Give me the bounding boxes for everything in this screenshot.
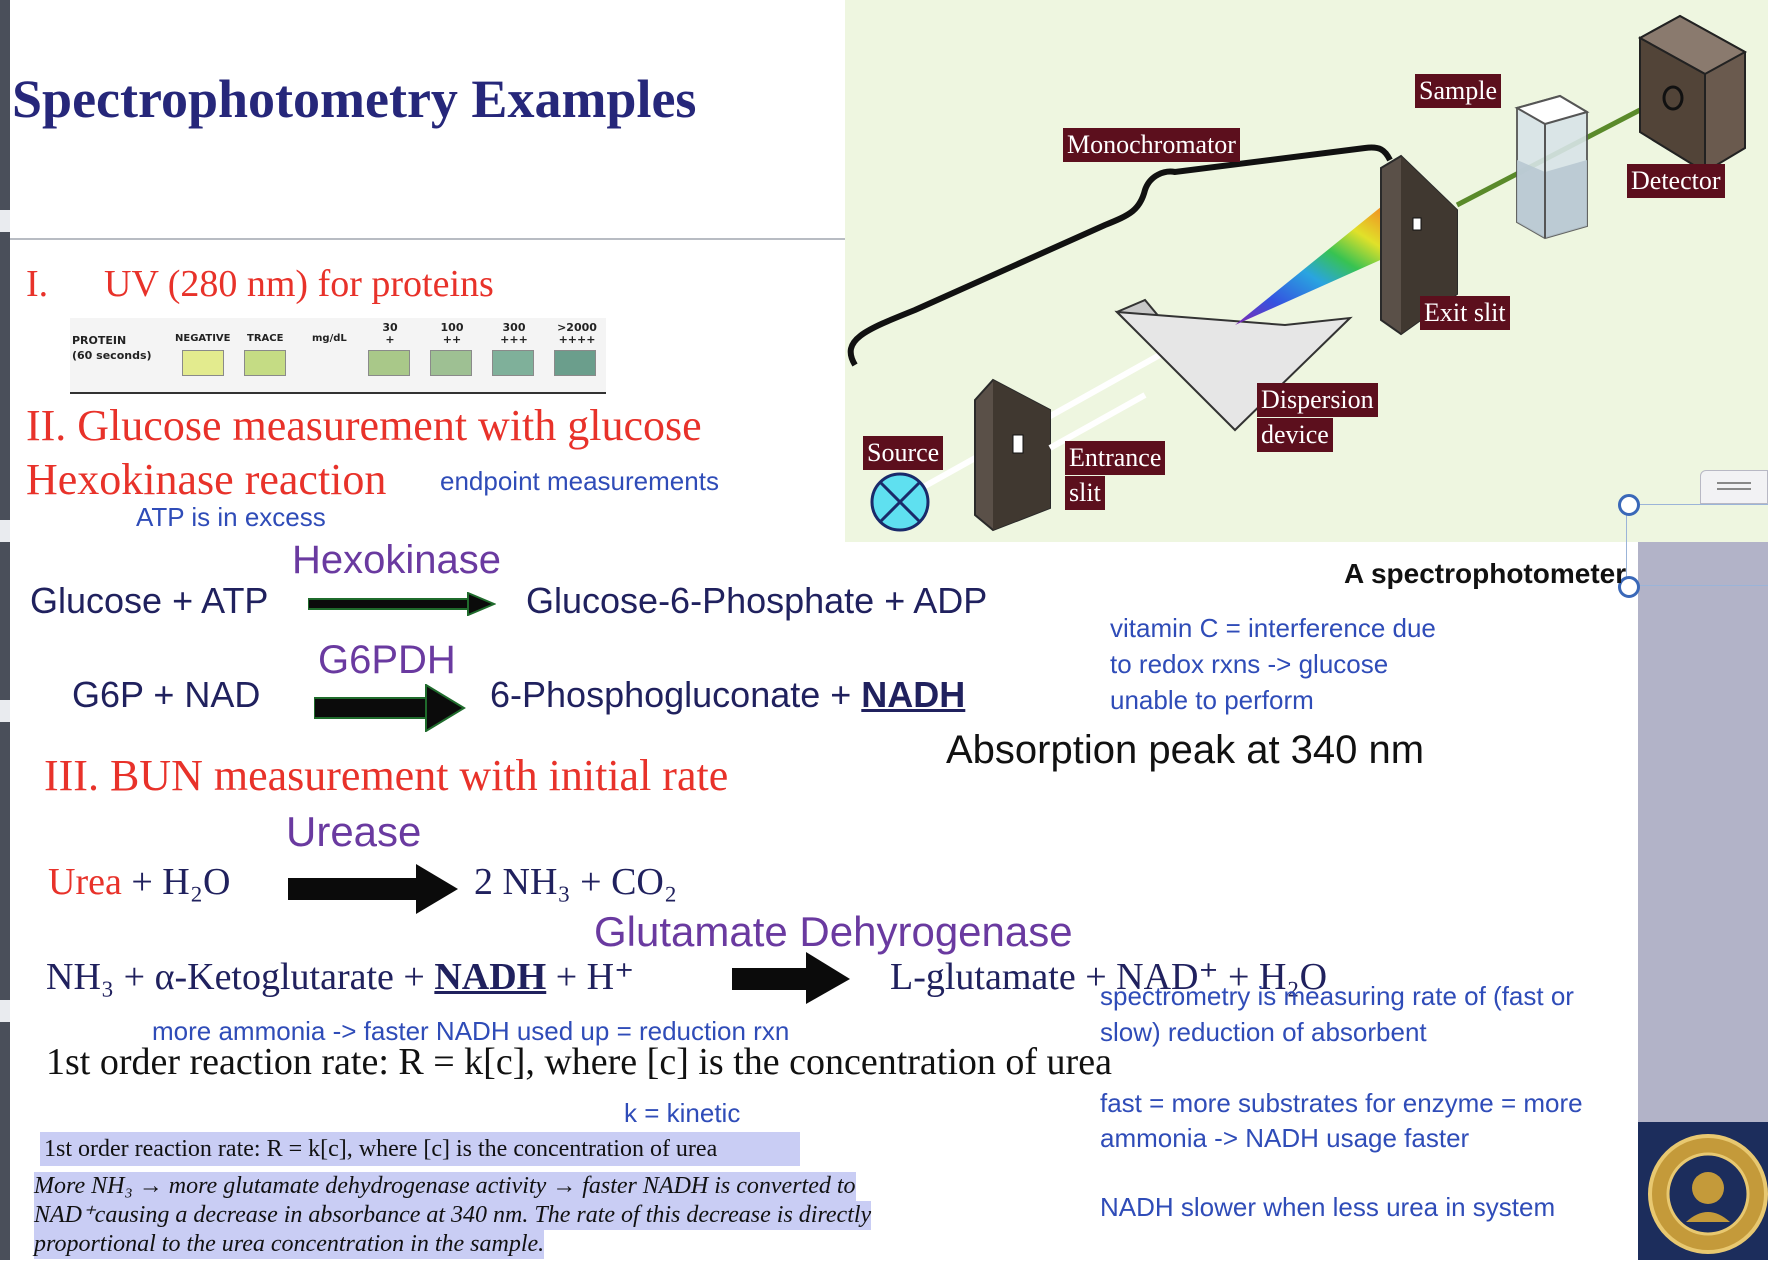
menu-icon bbox=[1717, 482, 1751, 484]
nadh-reactant: NADH bbox=[434, 956, 547, 998]
selection-box[interactable] bbox=[1626, 504, 1768, 586]
urease-enzyme: Urease bbox=[286, 808, 422, 855]
seal-logo-icon bbox=[1648, 1134, 1768, 1254]
nadh-product: NADH bbox=[861, 674, 966, 715]
page-title: Spectrophotometry Examples bbox=[12, 69, 697, 129]
panel-menu-tab[interactable] bbox=[1700, 470, 1768, 504]
level-300: 300+++ bbox=[500, 321, 528, 346]
left-window-strip bbox=[0, 0, 10, 1260]
resize-handle-top[interactable] bbox=[1618, 494, 1640, 516]
unit-label: mg/dL bbox=[312, 333, 347, 344]
highlighted-rate-equation: 1st order reaction rate: R = k[c], where… bbox=[40, 1132, 800, 1166]
reaction3-reactants: Urea + H₂O bbox=[48, 861, 231, 903]
side-panel bbox=[1638, 542, 1768, 1122]
k-note: k = kinetic bbox=[624, 1098, 741, 1128]
reaction2-products: 6-Phosphogluconate + NADH bbox=[490, 674, 966, 715]
reaction1-reactants: Glucose + ATP bbox=[30, 580, 269, 621]
section2-subheading: Hexokinase reaction bbox=[26, 455, 387, 504]
absorption-peak-text: Absorption peak at 340 nm bbox=[946, 728, 1425, 772]
swatch-300 bbox=[492, 350, 534, 376]
atp-note: ATP is in excess bbox=[136, 502, 326, 532]
university-seal bbox=[1638, 1122, 1768, 1260]
section1-heading: UV (280 nm) for proteins bbox=[104, 263, 494, 305]
swatch-2000 bbox=[554, 350, 596, 376]
protein-label: PROTEIN bbox=[72, 334, 127, 347]
label-source: Source bbox=[863, 436, 944, 470]
swatch-100 bbox=[430, 350, 472, 376]
endpoint-note: endpoint measurements bbox=[440, 466, 719, 496]
protein-test-strip: PROTEIN (60 seconds) NEGATIVE TRACE mg/d… bbox=[70, 318, 606, 394]
reaction1-products: Glucose-6-Phosphate + ADP bbox=[526, 580, 988, 621]
label-detector: Detector bbox=[1627, 164, 1725, 198]
spectrophotometer-diagram: Sample Monochromator Detector Exit slit … bbox=[845, 0, 1768, 542]
label-sample: Sample bbox=[1415, 74, 1501, 108]
reaction4-reactants: NH₃ + α-Ketoglutarate + NADH + H⁺ bbox=[46, 956, 635, 998]
level-2000: >2000++++ bbox=[557, 321, 597, 346]
hexokinase-enzyme: Hexokinase bbox=[292, 538, 502, 582]
g6pdh-enzyme: G6PDH bbox=[318, 638, 456, 682]
resize-handle-bottom[interactable] bbox=[1618, 576, 1640, 598]
reaction4-products: L-glutamate + NAD⁺ + H₂O bbox=[890, 956, 1328, 998]
section1-number: I. bbox=[26, 263, 49, 305]
swatch-trace bbox=[244, 350, 286, 376]
label-dispersion: Dispersion bbox=[1257, 383, 1378, 417]
rate-measurement-note: spectrometry is measuring rate of (fast … bbox=[1100, 981, 1574, 1047]
vitamin-c-note: vitamin C = interference due to redox rx… bbox=[1110, 613, 1436, 715]
label-exit-slit: Exit slit bbox=[1420, 296, 1510, 330]
reaction2-arrow bbox=[314, 684, 466, 732]
label-monochromator: Monochromator bbox=[1063, 128, 1240, 162]
section3-heading: III. BUN measurement with initial rate bbox=[44, 751, 729, 800]
level-100: 100++ bbox=[440, 321, 464, 346]
rate-equation: 1st order reaction rate: R = k[c], where… bbox=[46, 1041, 1112, 1083]
negative-label: NEGATIVE bbox=[175, 333, 231, 344]
label-device: device bbox=[1257, 418, 1333, 452]
reaction4-arrow bbox=[732, 952, 850, 1004]
swatch-negative bbox=[182, 350, 224, 376]
swatch-30 bbox=[368, 350, 410, 376]
glutamate-dehydrogenase-enzyme: Glutamate Dehyrogenase bbox=[594, 908, 1073, 955]
reaction3-products: 2 NH₃ + CO₂ bbox=[474, 861, 678, 903]
reaction1-arrow bbox=[308, 592, 496, 616]
reaction3-arrow bbox=[288, 864, 458, 914]
highlighted-paragraph: More NH₃ → more glutamate dehydrogenase … bbox=[34, 1172, 872, 1259]
diagram-caption: A spectrophotometer bbox=[1344, 558, 1627, 589]
label-entrance: Entrance bbox=[1065, 441, 1166, 475]
title-divider bbox=[10, 238, 845, 240]
reaction2-reactants: G6P + NAD bbox=[72, 674, 261, 715]
trace-label: TRACE bbox=[247, 333, 284, 344]
label-slit: slit bbox=[1065, 476, 1105, 510]
diagram-artwork bbox=[847, 14, 1748, 532]
section2-heading: II. Glucose measurement with glucose bbox=[26, 401, 702, 450]
ammonia-note: more ammonia -> faster NADH used up = re… bbox=[152, 1016, 790, 1046]
slow-note: NADH slower when less urea in system bbox=[1100, 1192, 1556, 1222]
level-30: 30+ bbox=[382, 321, 398, 346]
fast-note: fast = more substrates for enzyme = more… bbox=[1100, 1088, 1583, 1153]
protein-time-label: (60 seconds) bbox=[72, 349, 152, 362]
